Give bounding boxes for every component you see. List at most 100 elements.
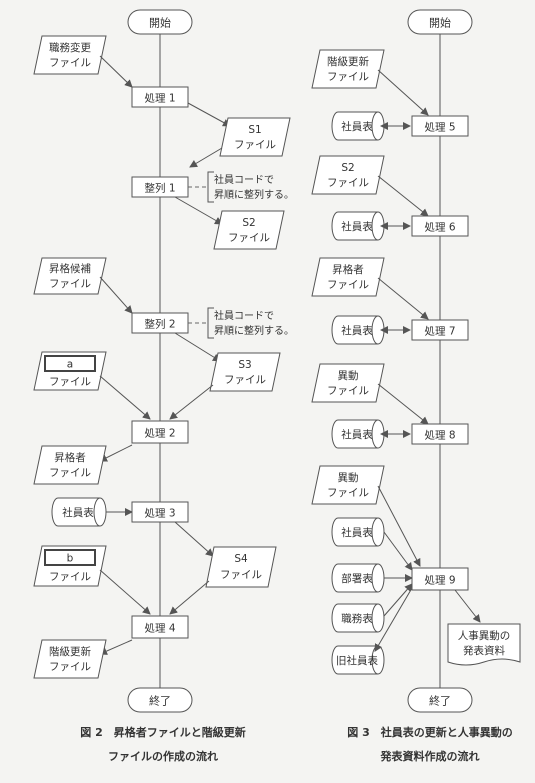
file-label: ファイル (49, 571, 91, 583)
file-label: S1 (248, 124, 261, 136)
input-file-s2 (311, 155, 385, 195)
file-label: S2 (242, 217, 255, 229)
figure-3: 開始 階級更新 ファイル 社員表 処理 5 S2 ファイル 社員表 処理 6 (311, 9, 521, 763)
process-label: 処理 7 (424, 325, 455, 338)
table-shain (331, 315, 385, 345)
process-1 (131, 86, 189, 108)
start-terminal (127, 9, 193, 35)
file-s2 (213, 210, 285, 250)
file-s1 (219, 117, 291, 157)
file-label: ファイル (327, 71, 369, 83)
start-terminal (407, 9, 473, 35)
figure-3-caption: 発表資料作成の流れ (380, 749, 480, 763)
file-label: 職務変更 (49, 41, 91, 54)
file-label: S3 (238, 359, 251, 371)
file-label: 異動 (338, 369, 359, 382)
file-label: ファイル (49, 376, 91, 388)
annotation-text: 昇順に整列する。 (214, 188, 294, 201)
document-label: 発表資料 (463, 644, 505, 657)
input-file-kaikyu (311, 49, 385, 89)
file-label: ファイル (228, 232, 270, 244)
file-s4 (205, 546, 277, 588)
file-label: ファイル (327, 279, 369, 291)
output-document (447, 623, 521, 666)
process-label: 処理 3 (144, 507, 175, 520)
file-s3 (209, 352, 281, 392)
file-label: 異動 (338, 471, 359, 484)
start-label: 開始 (149, 16, 171, 30)
process-label: 処理 5 (424, 121, 455, 134)
file-label: ファイル (49, 467, 91, 479)
process-label: 処理 9 (424, 574, 455, 587)
blank-a-box (44, 355, 96, 372)
file-label: S2 (341, 162, 354, 174)
input-file-shokumu (33, 35, 107, 75)
table-shain (331, 111, 385, 141)
end-label: 終了 (149, 694, 171, 708)
table-label: 社員表 (341, 220, 373, 233)
file-label: 昇格者 (54, 451, 86, 464)
sort-label: 整列 1 (144, 182, 175, 195)
input-file-kouho (33, 257, 107, 295)
file-label: ファイル (224, 374, 266, 386)
process-3 (131, 501, 189, 523)
table-shain (331, 419, 385, 449)
table-label: 社員表 (62, 506, 94, 519)
table-kyushain (331, 645, 385, 675)
file-label: ファイル (327, 487, 369, 499)
file-label: 昇格者 (332, 263, 364, 276)
annotation-text: 昇順に整列する。 (214, 324, 294, 337)
file-label: S4 (234, 553, 248, 565)
figure-2-caption: ファイルの作成の流れ (108, 749, 218, 763)
table-shain (51, 497, 107, 527)
blank-a-label: a (67, 359, 73, 371)
table-label: 社員表 (341, 120, 373, 133)
file-shoukaku (33, 445, 107, 485)
table-label: 部署表 (341, 572, 373, 585)
process-6 (411, 215, 469, 237)
figure-3-caption: 図 3 社員表の更新と人事異動の (347, 725, 512, 739)
file-label: 昇格候補 (49, 262, 91, 275)
end-label: 終了 (429, 694, 451, 708)
annotation-text: 社員コードで (214, 309, 274, 322)
input-file-idou (311, 363, 385, 403)
annotation-text: 社員コードで (214, 173, 274, 186)
blank-b-label: b (67, 553, 74, 565)
process-label: 処理 2 (144, 427, 175, 440)
table-shokumu (331, 603, 385, 633)
input-file-idou (311, 465, 385, 505)
process-7 (411, 319, 469, 341)
input-file-shoukaku (311, 257, 385, 297)
process-5 (411, 115, 469, 137)
process-9 (411, 567, 469, 591)
file-kaikyu (33, 639, 107, 679)
process-label: 処理 1 (144, 92, 175, 105)
process-2 (131, 420, 189, 444)
process-label: 処理 4 (144, 622, 175, 635)
table-label: 社員表 (341, 526, 373, 539)
file-label: ファイル (234, 139, 276, 151)
file-label: ファイル (49, 661, 91, 673)
table-shain (331, 517, 385, 547)
start-label: 開始 (429, 16, 451, 30)
file-label: ファイル (49, 57, 91, 69)
table-label: 社員表 (341, 428, 373, 441)
table-label: 社員表 (341, 324, 373, 337)
process-label: 処理 6 (424, 221, 455, 234)
process-8 (411, 423, 469, 445)
end-terminal (127, 687, 193, 713)
table-busho (331, 563, 385, 593)
end-terminal (407, 687, 473, 713)
table-label: 職務表 (341, 612, 373, 625)
process-label: 処理 8 (424, 429, 455, 442)
file-label: ファイル (327, 385, 369, 397)
document-label: 人事異動の (458, 629, 511, 642)
table-label: 旧社員表 (336, 654, 378, 667)
file-label: ファイル (220, 569, 262, 581)
file-label: 階級更新 (327, 55, 369, 68)
file-label: ファイル (327, 177, 369, 189)
process-4 (131, 615, 189, 639)
figure-2-caption: 図 2 昇格者ファイルと階級更新 (80, 725, 245, 739)
sort-label: 整列 2 (144, 318, 175, 331)
